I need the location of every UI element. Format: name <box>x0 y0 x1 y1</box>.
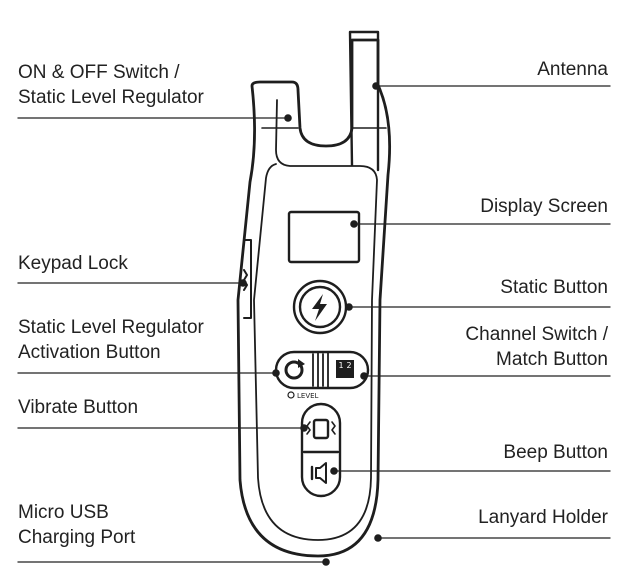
label-keypad-lock-line1: Keypad Lock <box>18 253 128 274</box>
label-channel-switch-line2: Match Button <box>496 349 608 370</box>
label-antenna-line1: Antenna <box>537 59 608 80</box>
refresh-icon <box>284 360 304 380</box>
label-channel-switch: Channel Switch / Match Button <box>465 322 608 372</box>
label-static-level-activation-line2: Activation Button <box>18 342 161 363</box>
leader-dots <box>239 82 382 566</box>
label-beep-button: Beep Button <box>503 440 608 465</box>
label-lanyard-holder-line1: Lanyard Holder <box>478 507 608 528</box>
label-beep-button-line1: Beep Button <box>503 442 608 463</box>
refresh-icon-arrow <box>298 359 305 368</box>
label-lanyard-holder: Lanyard Holder <box>478 505 608 530</box>
label-on-off-switch: ON & OFF Switch / Static Level Regulator <box>18 60 204 110</box>
label-static-level-activation: Static Level Regulator Activation Button <box>18 315 204 365</box>
label-micro-usb-line2: Charging Port <box>18 527 136 548</box>
vibrate-icon[interactable] <box>312 418 330 440</box>
lightning-bolt-icon <box>312 294 327 321</box>
antenna <box>348 30 380 172</box>
label-static-button-line1: Static Button <box>500 277 608 298</box>
label-static-button: Static Button <box>500 275 608 300</box>
label-antenna: Antenna <box>537 57 608 82</box>
level-marker-icon <box>287 391 295 399</box>
keypad-lock[interactable] <box>243 239 252 319</box>
label-vibrate-button: Vibrate Button <box>18 395 138 420</box>
label-micro-usb-line1: Micro USB <box>18 502 109 523</box>
label-vibrate-button-line1: Vibrate Button <box>18 397 139 418</box>
label-keypad-lock: Keypad Lock <box>18 251 128 276</box>
capsule-divider <box>312 351 329 389</box>
label-micro-usb: Micro USB Charging Port <box>18 500 135 550</box>
vibrate-icon-waves <box>306 421 336 435</box>
device-inner-outline <box>253 99 378 541</box>
level-marker-text: LEVEL <box>297 392 319 400</box>
label-static-level-activation-line1: Static Level Regulator <box>18 317 204 338</box>
channel-badge[interactable] <box>336 360 354 378</box>
label-display-screen: Display Screen <box>480 194 608 219</box>
device-body <box>236 38 392 558</box>
leader-lines <box>17 85 611 563</box>
label-display-screen-line1: Display Screen <box>480 196 608 217</box>
channel-digit-1: 1 <box>338 361 343 370</box>
channel-digit-2: 2 <box>346 361 351 370</box>
label-on-off-switch-line1: ON & OFF Switch / <box>18 62 180 83</box>
label-on-off-switch-line2: Static Level Regulator <box>18 87 204 108</box>
static-button[interactable] <box>298 285 342 329</box>
speaker-icon[interactable] <box>315 462 327 484</box>
control-capsule <box>274 350 370 390</box>
label-channel-switch-line1: Channel Switch / <box>465 324 608 345</box>
vibrate-beep-pill <box>300 402 342 498</box>
display-screen <box>287 210 361 264</box>
